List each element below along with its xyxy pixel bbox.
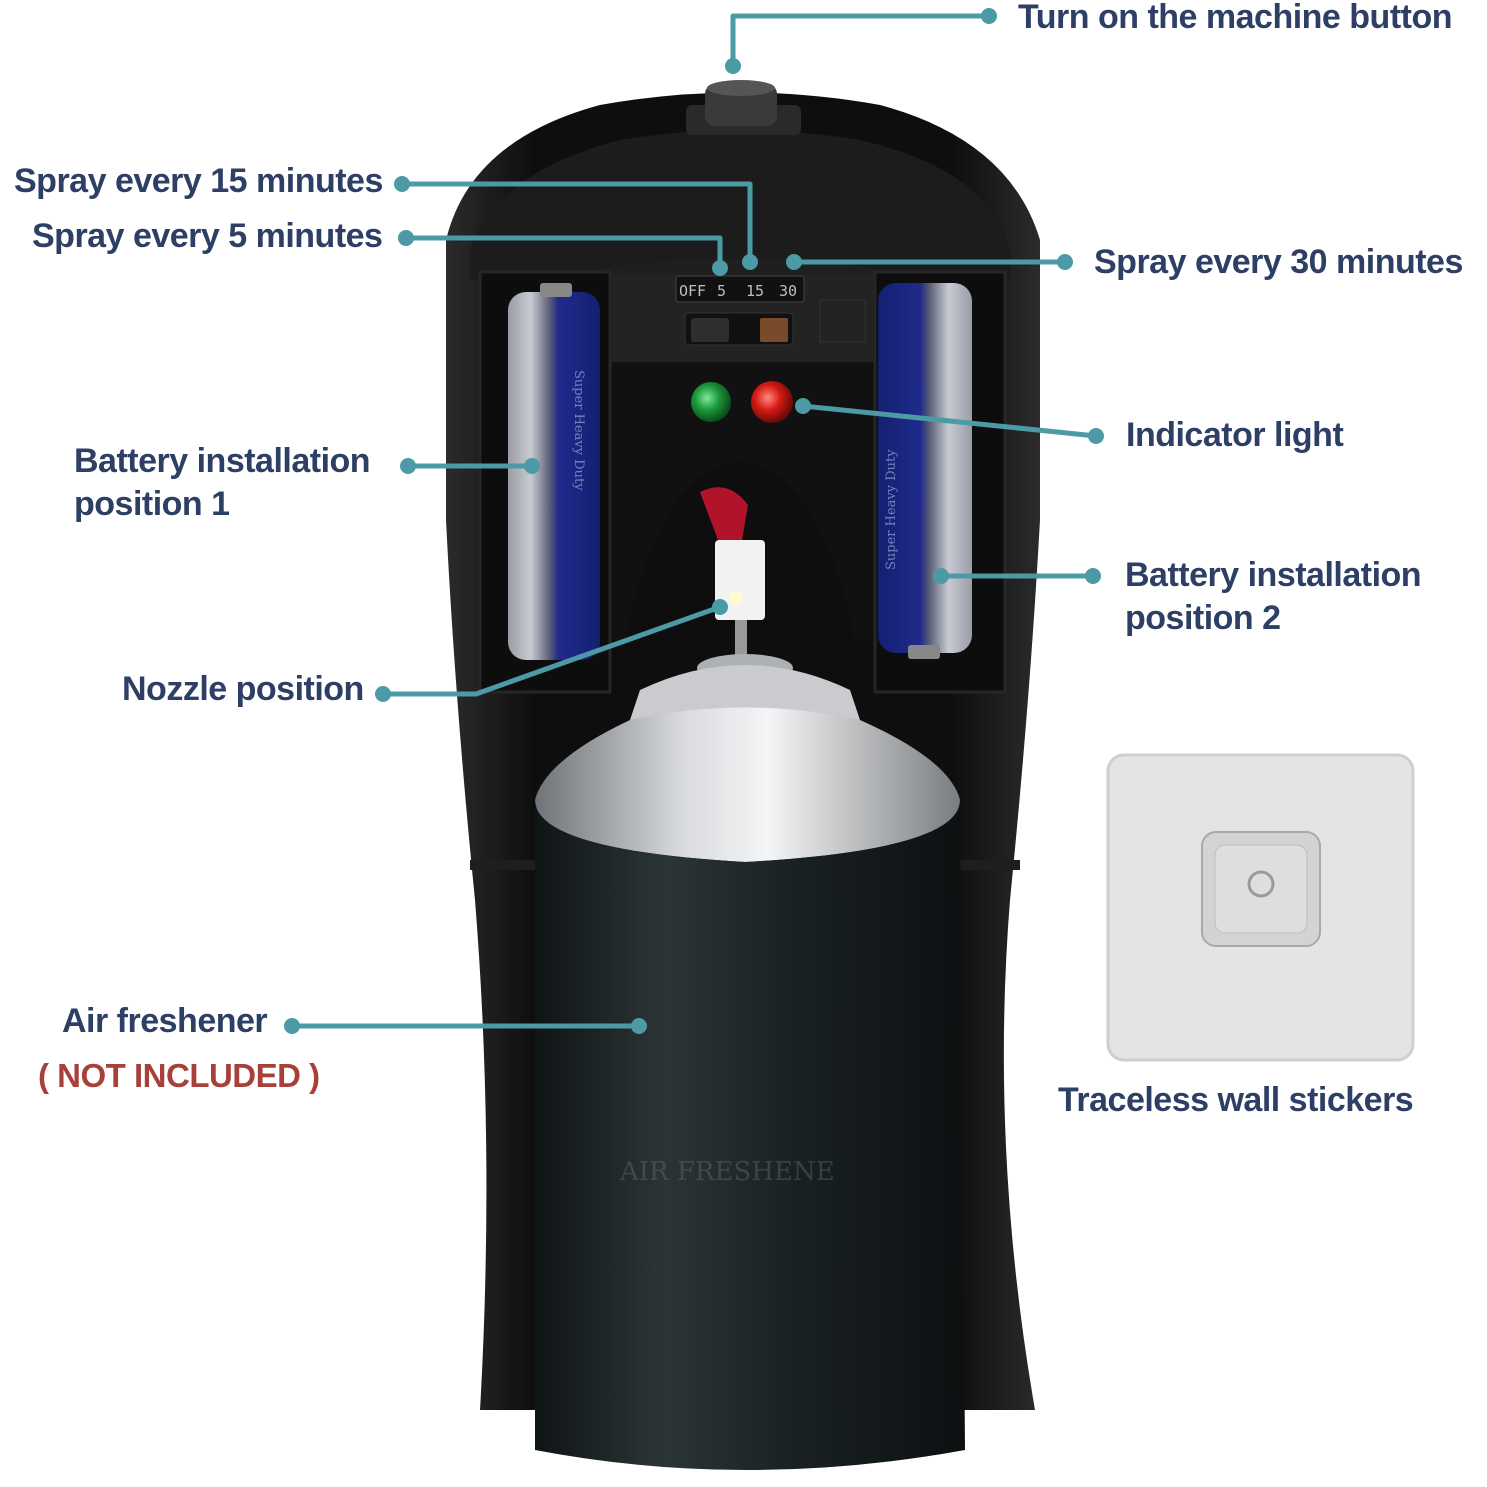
slider-label-15: 15 (746, 282, 764, 300)
label-spray-5: Spray every 5 minutes (32, 217, 383, 255)
label-spray-15: Spray every 15 minutes (14, 162, 383, 200)
label-battery-1: Battery installation position 1 (74, 442, 371, 523)
aerosol-can (535, 654, 965, 1470)
battery-2 (878, 283, 972, 653)
control-panel (530, 258, 950, 365)
callout-indicator-light (802, 403, 1097, 439)
label-air-freshener: Air freshener (62, 1002, 268, 1040)
label-spray-30: Spray every 30 minutes (1094, 243, 1463, 281)
slider-label-off: OFF (679, 282, 706, 300)
interval-slider-knob[interactable] (691, 318, 729, 342)
battery-compartment-left (478, 270, 612, 694)
callout-nozzle (383, 604, 721, 697)
battery-1 (508, 292, 600, 660)
red-indicator-light (751, 381, 793, 423)
can-print: AIR FRESHENE (619, 1157, 835, 1187)
power-button-icon[interactable] (686, 80, 801, 135)
label-wall-stickers: Traceless wall stickers (1058, 1081, 1414, 1119)
label-turn-on-button: Turn on the machine button (1018, 0, 1453, 36)
battery-compartment-right (873, 270, 1007, 694)
slider-label-30: 30 (779, 282, 797, 300)
led-housing (605, 362, 875, 640)
nozzle-actuator (700, 487, 765, 660)
label-nozzle: Nozzle position (122, 670, 364, 708)
slider-label-5: 5 (717, 282, 726, 300)
label-battery-2: Battery installation position 2 (1125, 556, 1422, 637)
callout-lines (284, 8, 1104, 1034)
green-indicator-light (691, 382, 731, 422)
callout-turn-on-button (730, 13, 989, 66)
battery-2-print: Super Heavy Duty (884, 449, 899, 570)
battery-1-print: Super Heavy Duty (571, 370, 586, 491)
label-indicator-light: Indicator light (1126, 416, 1344, 454)
wall-sticker (1106, 753, 1415, 1062)
callout-spray-15 (402, 181, 753, 262)
callout-spray-5 (406, 235, 723, 268)
label-not-included: ( NOT INCLUDED ) (38, 1057, 320, 1094)
